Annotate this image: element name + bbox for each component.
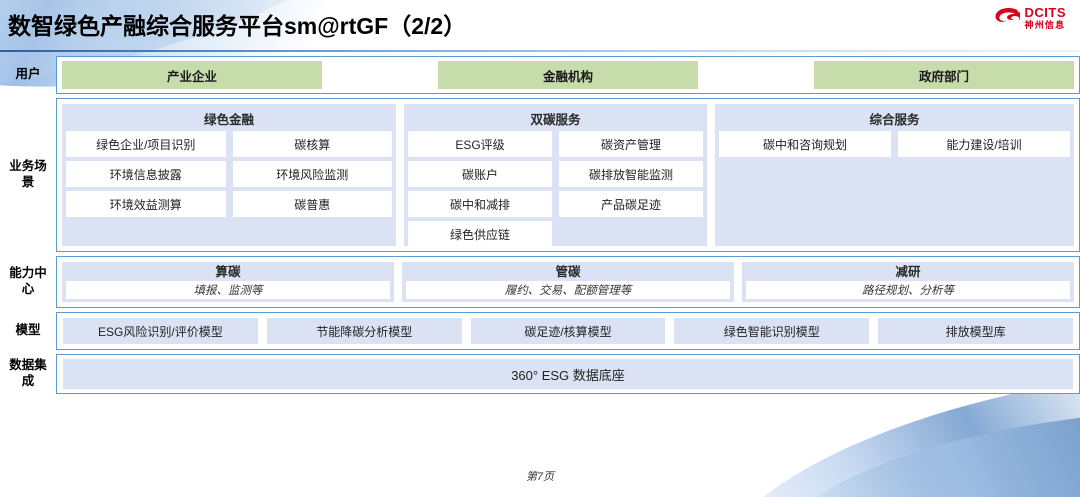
model-chip[interactable]: 绿色智能识别模型 <box>674 318 870 344</box>
page-number-footer: 第7页 <box>525 471 555 483</box>
row-users: 用户 产业企业 金融机构 政府部门 <box>0 56 1080 94</box>
capability-subtitle: 履约、交易、配额管理等 <box>406 280 730 299</box>
scenario-item[interactable]: 环境信息披露 <box>66 161 226 187</box>
model-chip[interactable]: ESG风险识别/评价模型 <box>63 318 258 344</box>
scenario-item[interactable]: 绿色供应链 <box>408 221 552 247</box>
capability-panel-calculate[interactable]: 算碳 填报、监测等 <box>62 262 394 302</box>
row-model-content: ESG风险识别/评价模型 节能降碳分析模型 碳足迹/核算模型 绿色智能识别模型 … <box>56 312 1080 350</box>
row-capability-center: 能力中心 算碳 填报、监测等 管碳 履约、交易、配额管理等 减研 路径规划、分析… <box>0 256 1080 308</box>
row-label-users: 用户 <box>15 67 41 82</box>
user-chip-financial[interactable]: 金融机构 <box>438 61 698 89</box>
row-label-business-scenario: 业务场景 <box>9 159 47 189</box>
data-foundation-bar[interactable]: 360° ESG 数据底座 <box>63 359 1073 389</box>
scenario-item[interactable]: 碳核算 <box>232 131 392 157</box>
capability-title: 管碳 <box>555 265 581 279</box>
scenario-item[interactable]: 碳中和减排 <box>408 191 552 217</box>
panel-title-dual-carbon: 双碳服务 <box>530 113 581 127</box>
scenario-item[interactable]: 能力建设/培训 <box>898 131 1070 157</box>
logo-text-en: DCITS <box>1024 5 1066 20</box>
page-title: 数智绿色产融综合服务平台sm@rtGF（2/2） <box>8 13 467 39</box>
capability-panel-reduce[interactable]: 减研 路径规划、分析等 <box>742 262 1074 302</box>
scenario-item[interactable]: 碳账户 <box>408 161 552 187</box>
capability-subtitle: 路径规划、分析等 <box>746 280 1070 299</box>
scenario-item[interactable]: 碳普惠 <box>232 191 392 217</box>
model-chip[interactable]: 排放模型库 <box>878 318 1073 344</box>
scenario-item[interactable]: 环境效益测算 <box>66 191 226 217</box>
row-data-content: 360° ESG 数据底座 <box>56 354 1080 394</box>
panel-green-finance: 绿色金融 绿色企业/项目识别 碳核算 环境信息披露 环境风险监测 环境效益测算 … <box>62 104 396 246</box>
panel-grid-comprehensive: 碳中和咨询规划 能力建设/培训 <box>719 131 1070 157</box>
row-business-scenario: 业务场景 绿色金融 绿色企业/项目识别 碳核算 环境信息披露 环境风险监测 环境… <box>0 98 1080 252</box>
dcits-swirl-icon <box>995 7 1020 22</box>
panel-comprehensive-service: 综合服务 碳中和咨询规划 能力建设/培训 <box>715 104 1074 246</box>
scenario-item[interactable]: 产品碳足迹 <box>559 191 703 217</box>
panel-grid-green-finance: 绿色企业/项目识别 碳核算 环境信息披露 环境风险监测 环境效益测算 碳普惠 <box>66 131 392 217</box>
row-data-integration: 数据集成 360° ESG 数据底座 <box>0 354 1080 394</box>
capability-title: 减研 <box>895 265 921 279</box>
row-label-model: 模型 <box>15 323 41 338</box>
row-users-content: 产业企业 金融机构 政府部门 <box>56 56 1080 94</box>
panel-dual-carbon-service: 双碳服务 ESG评级 碳资产管理 碳账户 碳排放智能监测 碳中和减排 产品碳足迹… <box>404 104 707 247</box>
logo-text-cn: 神州信息 <box>1024 20 1066 30</box>
panel-title-comprehensive: 综合服务 <box>869 113 920 127</box>
user-chip-government[interactable]: 政府部门 <box>814 61 1074 89</box>
row-business-scenario-content: 绿色金融 绿色企业/项目识别 碳核算 环境信息披露 环境风险监测 环境效益测算 … <box>56 98 1080 252</box>
capability-title: 算碳 <box>215 265 241 279</box>
panel-title-green-finance: 绿色金融 <box>203 113 254 127</box>
model-chip[interactable]: 节能降碳分析模型 <box>266 318 462 344</box>
slide-header: 数智绿色产融综合服务平台sm@rtGF（2/2） DCITS 神州信息 <box>0 0 1080 52</box>
user-chip-industry[interactable]: 产业企业 <box>62 61 322 89</box>
decorative-swoosh-bottom-right-2 <box>775 415 1080 497</box>
scenario-item[interactable]: 绿色企业/项目识别 <box>66 131 226 157</box>
architecture-grid: 用户 产业企业 金融机构 政府部门 业务场景 绿色金融 绿色企业/项目识别 碳核… <box>0 56 1080 398</box>
scenario-item-placeholder <box>559 221 703 247</box>
capability-subtitle: 填报、监测等 <box>66 280 390 299</box>
scenario-item[interactable]: 碳排放智能监测 <box>559 161 703 187</box>
row-capability-content: 算碳 填报、监测等 管碳 履约、交易、配额管理等 减研 路径规划、分析等 <box>56 256 1080 308</box>
row-label-data-integration: 数据集成 <box>9 358 47 388</box>
header-divider <box>0 50 1080 52</box>
scenario-item[interactable]: 环境风险监测 <box>232 161 392 187</box>
scenario-item[interactable]: 碳资产管理 <box>559 131 703 157</box>
row-label-capability-center: 能力中心 <box>9 266 47 296</box>
scenario-item[interactable]: 碳中和咨询规划 <box>719 131 891 157</box>
model-chip[interactable]: 碳足迹/核算模型 <box>470 318 666 344</box>
capability-panel-manage[interactable]: 管碳 履约、交易、配额管理等 <box>402 262 734 302</box>
scenario-item[interactable]: ESG评级 <box>408 131 552 157</box>
row-model: 模型 ESG风险识别/评价模型 节能降碳分析模型 碳足迹/核算模型 绿色智能识别… <box>0 312 1080 350</box>
panel-grid-dual-carbon: ESG评级 碳资产管理 碳账户 碳排放智能监测 碳中和减排 产品碳足迹 绿色供应… <box>408 131 703 247</box>
brand-logo: DCITS 神州信息 <box>994 6 1067 30</box>
